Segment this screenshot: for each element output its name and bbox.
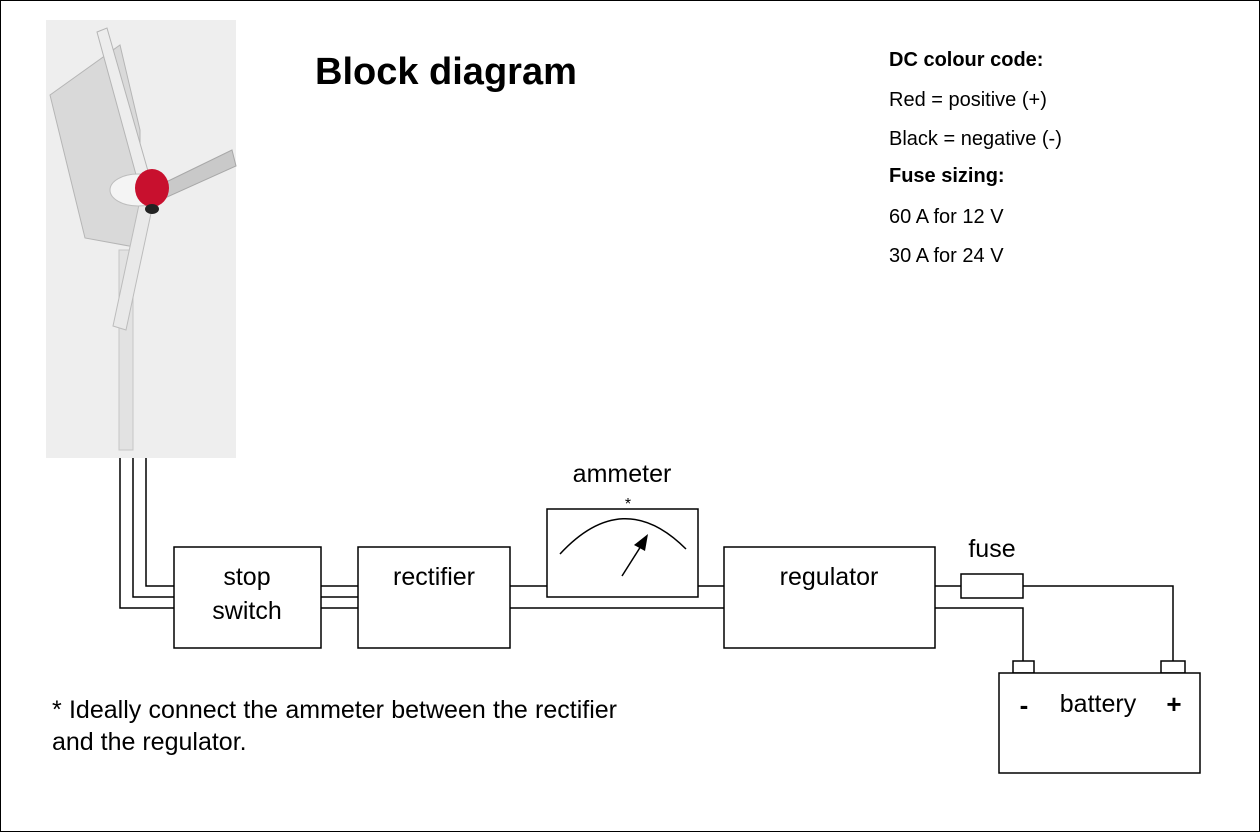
colour-code-negative: Black = negative (-): [889, 128, 1062, 150]
rectifier-box: [357, 546, 511, 649]
rectifier-block: rectifier: [357, 546, 511, 649]
wires-rectifier-to-regulator: [510, 585, 724, 609]
wind-turbine-illustration: [46, 20, 237, 458]
diagram-title: Block diagram: [315, 51, 577, 93]
ammeter-label: ammeter: [573, 460, 672, 488]
stop-switch-box: [173, 546, 322, 649]
battery-box: [998, 672, 1201, 774]
battery-negative-terminal: [1012, 660, 1035, 674]
colour-code-heading: DC colour code:: [889, 49, 1043, 71]
fuse-sizing-heading: Fuse sizing:: [889, 165, 1005, 187]
fuse-sizing-24v: 30 A for 24 V: [889, 245, 1004, 267]
ammeter-box: [546, 508, 699, 598]
wires-switch-to-rectifier: [321, 585, 358, 609]
battery-positive-terminal: [1160, 660, 1186, 674]
fuse-sizing-12v: 60 A for 12 V: [889, 206, 1004, 228]
fuse-block: fuse: [960, 535, 1024, 599]
fuse-label: fuse: [968, 535, 1015, 563]
battery-block: - battery +: [998, 660, 1201, 774]
stop-switch-label-line1: stop: [223, 563, 270, 591]
battery-minus-sign: -: [1020, 690, 1029, 720]
regulator-label: regulator: [780, 563, 879, 591]
colour-code-positive: Red = positive (+): [889, 89, 1047, 111]
ammeter-footnote: * Ideally connect the ammeter between th…: [52, 696, 617, 756]
ammeter-block: ammeter *: [546, 460, 699, 598]
ammeter-gauge-icon: [559, 518, 687, 577]
turbine-hub-shadow: [145, 204, 159, 214]
wires-regulator-to-battery: [935, 585, 1174, 661]
fuse-symbol: [960, 573, 1024, 599]
regulator-block: regulator: [723, 546, 936, 649]
battery-label: battery: [1060, 690, 1137, 718]
turbine-hub: [135, 169, 169, 207]
legend: DC colour code: Red = positive (+) Black…: [889, 49, 1062, 267]
regulator-box: [723, 546, 936, 649]
wires-turbine-to-switch: [119, 458, 174, 609]
battery-plus-sign: +: [1166, 689, 1181, 719]
rectifier-label: rectifier: [393, 563, 475, 591]
stop-switch-block: stop switch: [173, 546, 322, 649]
ammeter-footnote-mark: *: [625, 496, 631, 513]
stop-switch-label-line2: switch: [212, 597, 281, 625]
